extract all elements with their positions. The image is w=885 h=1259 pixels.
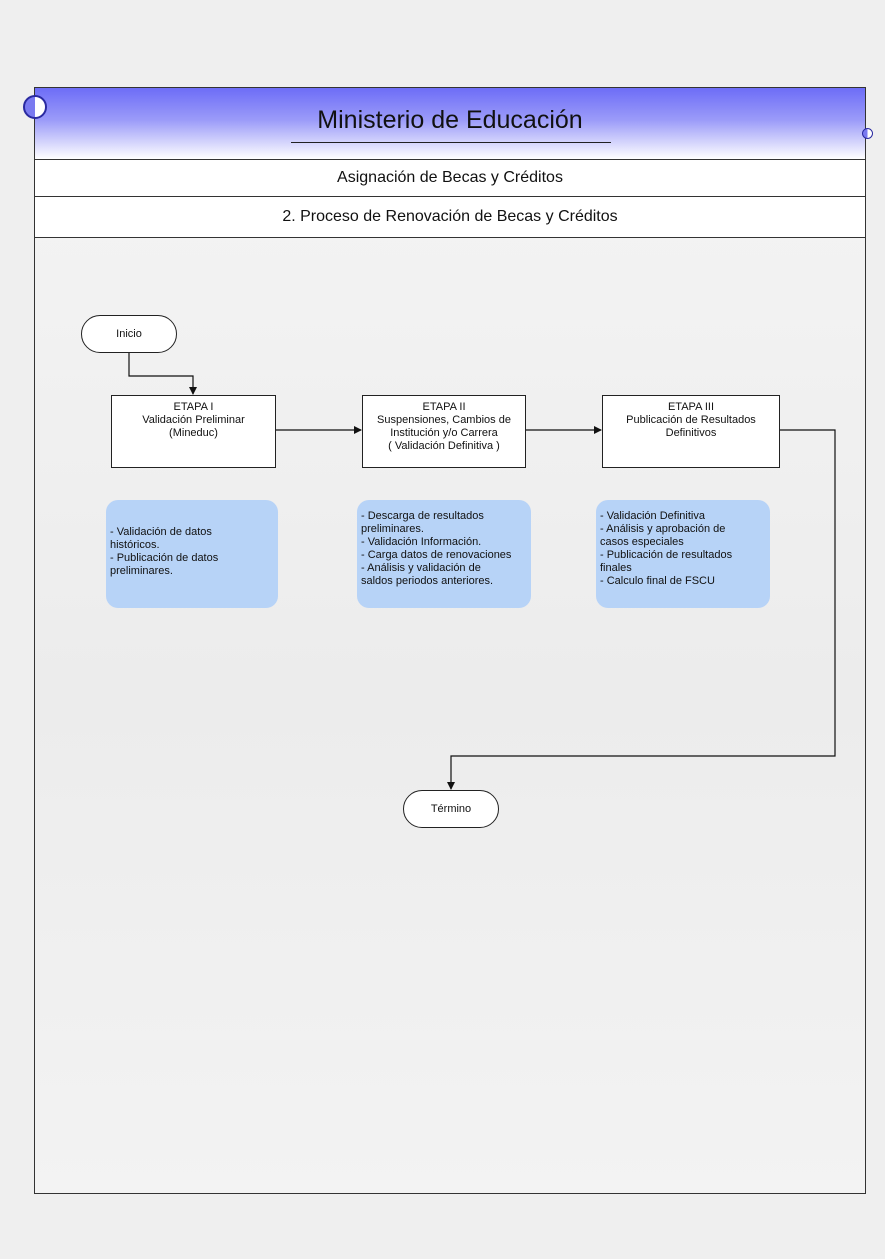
note-line: saldos periodos anteriores.	[361, 575, 494, 587]
stage-1-title: ETAPA I	[173, 401, 214, 413]
right-circle-marker	[862, 128, 873, 139]
connector-stage3-to-end	[447, 429, 836, 790]
note-line: - Validación Definitiva	[600, 510, 705, 522]
end-label: Término	[430, 803, 472, 815]
stage-3-notes: - Validación Definitiva - Análisis y apr…	[596, 500, 770, 608]
stage-1-line: (Mineduc)	[169, 427, 218, 439]
title-underline	[291, 142, 611, 143]
note-line: finales	[600, 562, 632, 574]
note-line: - Validación de datos	[110, 526, 212, 538]
note-line: - Descarga de resultados	[361, 510, 484, 522]
note-line: casos especiales	[600, 536, 684, 548]
note-line: - Análisis y aprobación de	[600, 523, 726, 535]
end-terminal: Término	[403, 790, 499, 828]
stage-2-title: ETAPA II	[422, 401, 466, 413]
note-line: - Carga datos de renovaciones	[361, 549, 512, 561]
stage-2-notes: - Descarga de resultados preliminares. -…	[357, 500, 531, 608]
stage-3-title: ETAPA III	[667, 401, 715, 413]
stage-3-line: Definitivos	[665, 427, 717, 439]
header-banner: Ministerio de Educación	[35, 88, 865, 160]
note-line: preliminares.	[361, 523, 424, 535]
stage-box-3: ETAPA III Publicación de Resultados Defi…	[602, 395, 780, 468]
start-label: Inicio	[116, 328, 142, 340]
process-title: 2. Proceso de Renovación de Becas y Créd…	[35, 197, 865, 238]
page-title: Ministerio de Educación	[317, 106, 583, 134]
section-subtitle: Asignación de Becas y Créditos	[35, 160, 865, 197]
note-line: - Publicación de datos	[110, 552, 219, 564]
stage-2-line: ( Validación Definitiva )	[388, 440, 500, 452]
note-line: - Validación Información.	[361, 536, 482, 548]
stage-2-line: Institución y/o Carrera	[390, 427, 498, 439]
note-line: históricos.	[110, 539, 160, 551]
page-frame: Ministerio de Educación Asignación de Be…	[34, 87, 866, 1194]
stage-1-line: Validación Preliminar	[142, 414, 245, 426]
left-circle-marker	[23, 95, 47, 119]
note-line: - Publicación de resultados	[600, 549, 733, 561]
note-line: - Análisis y validación de	[361, 562, 481, 574]
start-terminal: Inicio	[81, 315, 177, 353]
stage-box-1: ETAPA I Validación Preliminar (Mineduc)	[111, 395, 276, 468]
note-line: - Calculo final de FSCU	[600, 575, 715, 587]
note-line: preliminares.	[110, 565, 173, 577]
stage-box-2: ETAPA II Suspensiones, Cambios de Instit…	[362, 395, 526, 468]
stage-1-notes: - Validación de datos históricos. - Publ…	[106, 500, 278, 608]
connector-start-to-stage1	[128, 352, 197, 395]
stage-2-line: Suspensiones, Cambios de	[377, 414, 511, 426]
stage-3-line: Publicación de Resultados	[626, 414, 756, 426]
